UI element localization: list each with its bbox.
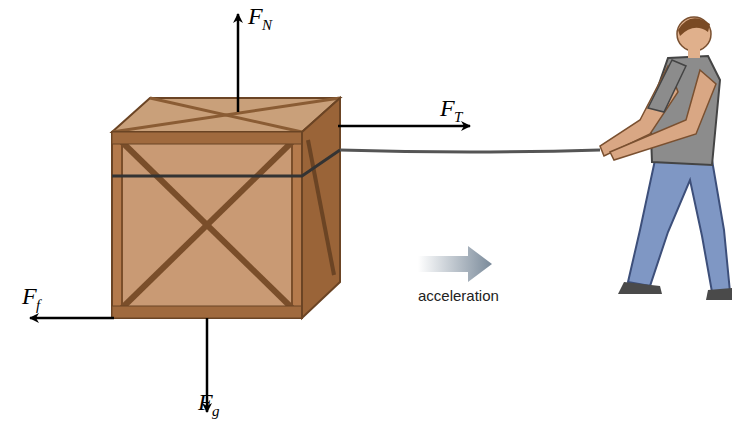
force-subscript: N (262, 18, 272, 33)
force-symbol: F (440, 96, 455, 120)
force-symbol: F (198, 390, 213, 414)
force-subscript: f (36, 298, 40, 313)
friction-arrow (30, 317, 114, 320)
force-symbol: F (22, 284, 37, 308)
rope (340, 150, 600, 152)
force-subscript: g (212, 404, 220, 419)
man-figure (600, 17, 732, 300)
acceleration-arrow (418, 246, 492, 282)
crate-top (112, 98, 340, 132)
force-symbol: F (248, 4, 263, 28)
tension-arrow (338, 125, 470, 128)
crate-front (112, 132, 302, 318)
force-subscript: T (454, 110, 462, 125)
normal-force-arrow (237, 14, 240, 112)
acceleration-label: acceleration (418, 288, 499, 303)
crate-side (302, 98, 340, 318)
